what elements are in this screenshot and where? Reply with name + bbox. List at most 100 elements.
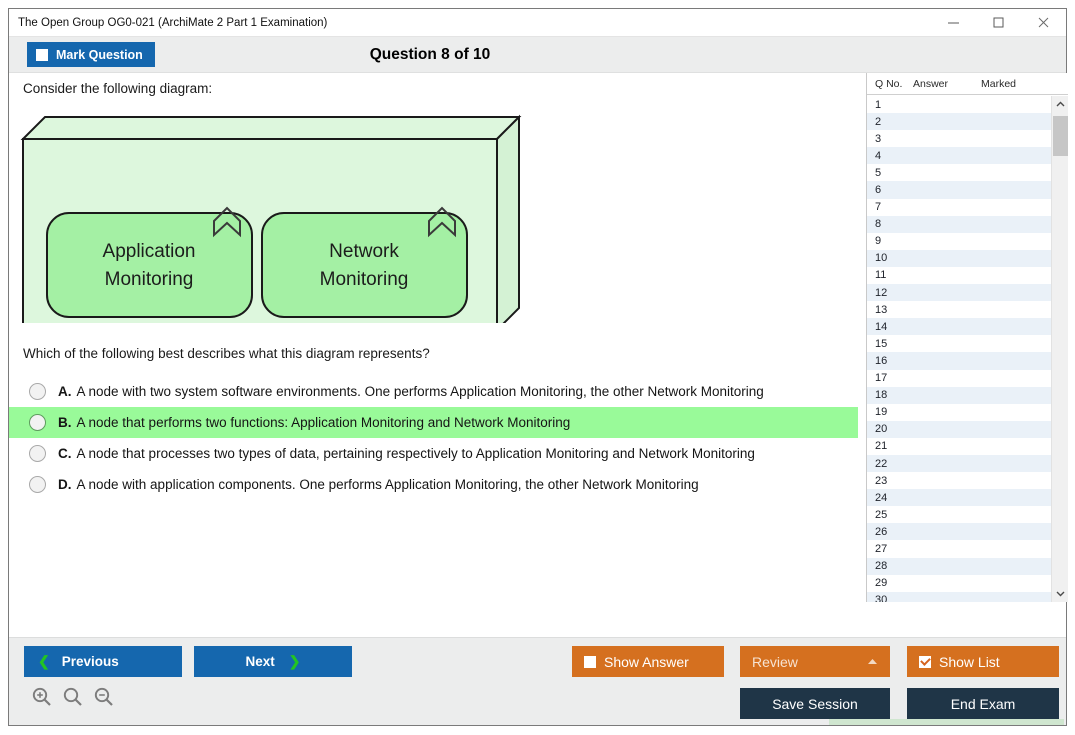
inner-element-1-label-line1: Application	[103, 241, 196, 262]
question-list-item[interactable]: 20	[867, 420, 1052, 438]
question-list-item[interactable]: 9	[867, 233, 1052, 250]
minimize-icon[interactable]	[931, 9, 976, 37]
review-dropdown[interactable]: Review	[740, 646, 890, 677]
previous-label: Previous	[61, 654, 119, 669]
question-list-item[interactable]: 7	[867, 199, 1052, 216]
question-list-item[interactable]: 28	[867, 557, 1052, 575]
previous-button[interactable]: ❮ Previous	[24, 646, 182, 677]
question-list-cell-no: 11	[875, 269, 887, 282]
close-icon[interactable]	[1021, 9, 1066, 37]
question-list-item[interactable]: 12	[867, 284, 1052, 302]
question-list-item[interactable]: 10	[867, 249, 1052, 267]
question-list-item[interactable]: 14	[867, 318, 1052, 336]
save-session-button[interactable]: Save Session	[740, 688, 890, 719]
question-list-cell-no: 15	[875, 337, 888, 350]
option-letter-a: A.	[58, 384, 72, 399]
chevron-up-icon	[867, 657, 878, 667]
show-answer-checkbox[interactable]	[584, 655, 596, 668]
question-list-item[interactable]: 27	[867, 540, 1052, 557]
option-row-b[interactable]: B. A node that performs two functions: A…	[9, 407, 858, 438]
question-list-header: Q No. Answer Marked	[867, 73, 1068, 95]
review-label: Review	[752, 653, 798, 670]
question-list-item[interactable]: 22	[867, 454, 1052, 473]
end-exam-label: End Exam	[950, 695, 1016, 712]
question-list-item[interactable]: 30	[867, 591, 1052, 602]
question-list-item[interactable]: 29	[867, 575, 1052, 592]
question-list-item[interactable]: 15	[867, 335, 1052, 352]
show-list-checkbox[interactable]	[919, 655, 931, 668]
question-list-cell-no: 14	[875, 320, 888, 333]
scrollbar-thumb[interactable]	[1053, 116, 1068, 156]
question-content: Consider the following diagram: Applicat…	[9, 73, 858, 602]
question-list-cell-no: 26	[875, 525, 888, 538]
inner-element-1	[46, 212, 253, 318]
question-list-item[interactable]: 24	[867, 489, 1052, 507]
question-list-cell-no: 22	[875, 457, 888, 470]
question-list-item[interactable]: 23	[867, 472, 1052, 489]
zoom-icon[interactable]	[62, 686, 83, 707]
window-controls	[931, 9, 1066, 37]
function-chevron-icon	[428, 206, 456, 238]
zoom-out-icon[interactable]	[93, 686, 114, 707]
option-radio-d[interactable]	[29, 476, 46, 493]
option-letter-b: B.	[58, 415, 72, 430]
inner-element-1-label-line2: Monitoring	[105, 269, 194, 290]
question-list-item[interactable]: 25	[867, 506, 1052, 523]
question-list-cell-no: 18	[875, 389, 888, 402]
mark-question-checkbox[interactable]	[36, 48, 48, 61]
question-list-item[interactable]: 19	[867, 404, 1052, 421]
question-list-item[interactable]: 1	[867, 96, 1052, 113]
mark-question-button[interactable]: Mark Question	[27, 42, 155, 67]
question-list-cell-no: 16	[875, 354, 888, 367]
question-list-item[interactable]: 6	[867, 181, 1052, 199]
show-list-label: Show List	[939, 653, 1000, 670]
question-list-item[interactable]: 18	[867, 386, 1052, 404]
question-list-cell-no: 6	[875, 184, 882, 197]
question-list-scrollbar[interactable]	[1051, 96, 1068, 602]
question-list-cell-no: 20	[875, 423, 888, 436]
question-list-item[interactable]: 5	[867, 164, 1052, 181]
question-counter: Question 8 of 10	[369, 46, 491, 63]
question-list-item[interactable]: 4	[867, 147, 1052, 165]
question-list-item[interactable]: 16	[867, 352, 1052, 370]
question-list-item[interactable]: 13	[867, 301, 1052, 318]
zoom-in-icon[interactable]	[31, 686, 52, 707]
chevron-right-icon: ❯	[288, 653, 301, 669]
question-list-cell-no: 21	[875, 440, 888, 453]
question-list-cell-no: 13	[875, 303, 888, 316]
option-letter-c: C.	[58, 446, 72, 461]
show-list-button[interactable]: Show List	[907, 646, 1059, 677]
option-row-a[interactable]: A. A node with two system software envir…	[9, 376, 858, 407]
option-radio-c[interactable]	[29, 445, 46, 462]
next-label: Next	[245, 654, 275, 669]
question-list-item[interactable]: 21	[867, 438, 1052, 455]
node-top-face	[20, 116, 522, 140]
option-radio-a[interactable]	[29, 383, 46, 400]
prompt-lead-text: Consider the following diagram:	[23, 81, 213, 96]
question-list-cell-no: 2	[875, 115, 882, 128]
question-list-item[interactable]: 26	[867, 523, 1052, 541]
question-list-item[interactable]: 2	[867, 113, 1052, 131]
exam-body: Consider the following diagram: Applicat…	[9, 73, 1068, 637]
chevron-up-icon[interactable]	[1052, 96, 1069, 113]
chevron-down-icon[interactable]	[1052, 585, 1069, 602]
show-answer-button[interactable]: Show Answer	[572, 646, 724, 677]
option-row-d[interactable]: D. A node with application components. O…	[9, 469, 858, 500]
question-list-item[interactable]: 8	[867, 215, 1052, 233]
question-list-item[interactable]: 3	[867, 130, 1052, 147]
option-radio-b[interactable]	[29, 414, 46, 431]
question-list-item[interactable]: 11	[867, 267, 1052, 284]
question-list-cell-no: 3	[875, 132, 882, 145]
option-row-c[interactable]: C. A node that processes two types of da…	[9, 438, 858, 469]
archimate-diagram: Application Monitoring Network Monitorin…	[15, 105, 531, 323]
question-list-item[interactable]: 17	[867, 370, 1052, 387]
column-header-answer: Answer	[913, 77, 949, 90]
chevron-left-icon: ❮	[38, 653, 50, 669]
maximize-icon[interactable]	[976, 9, 1021, 37]
next-button[interactable]: Next ❯	[194, 646, 352, 677]
end-exam-button[interactable]: End Exam	[907, 688, 1059, 719]
question-list-cell-no: 25	[875, 508, 888, 521]
function-chevron-icon	[213, 206, 241, 238]
